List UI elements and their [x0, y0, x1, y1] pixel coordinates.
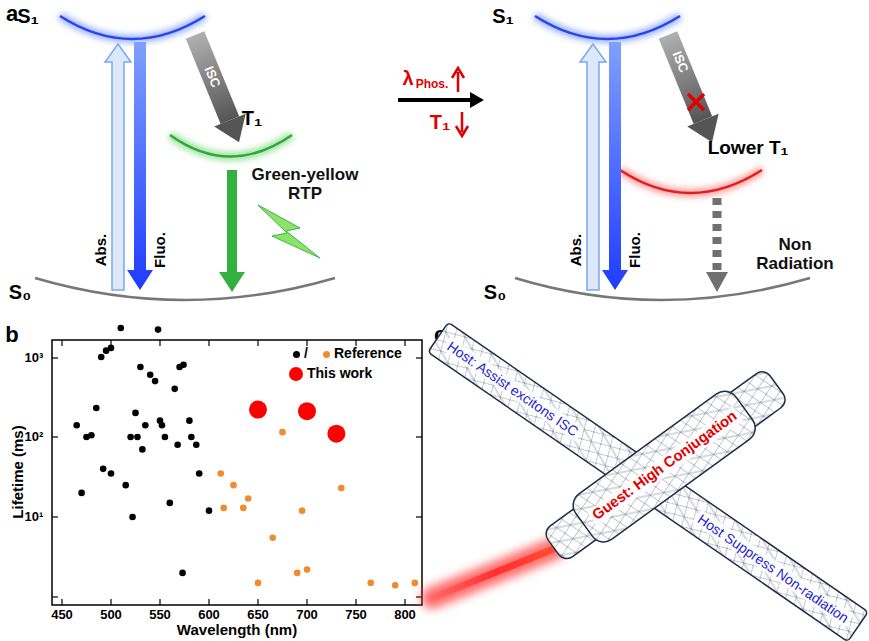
label-text: Phos. [416, 78, 449, 91]
label-text: Abs. [93, 234, 110, 267]
legend-swatch [323, 351, 330, 358]
label-text: a [6, 2, 18, 26]
legend-swatch [293, 351, 300, 358]
label-text: 550 [149, 608, 171, 622]
label-text: Lifetime (ms) [10, 425, 27, 518]
label-text: Lower T₁ [708, 138, 789, 159]
label-text: Green-yellow RTP [248, 166, 363, 203]
label-text: 650 [247, 608, 269, 622]
label-text: Wavelength (nm) [177, 622, 297, 639]
label-text: b [5, 323, 18, 347]
legend-text: This work [307, 366, 372, 381]
label-text: 750 [345, 608, 367, 622]
label-text: ISC [201, 64, 222, 89]
label-text: T₁ [242, 107, 263, 129]
label-text: 600 [198, 608, 220, 622]
label-text: S₁ [17, 5, 39, 27]
label-text: T₁ [430, 111, 451, 133]
legend-text: Reference [334, 346, 402, 361]
node-text: Host Suppress Non-radiation [692, 509, 854, 628]
label-text: Non Radiation [740, 236, 850, 273]
label-text: S₀ [484, 281, 506, 303]
node-text: Host: Assist excitons ISC [442, 336, 584, 441]
label-text: Fluo. [627, 232, 644, 268]
label-text: S₀ [9, 281, 31, 303]
label-text: λ [402, 67, 413, 89]
label-text: Fluo. [152, 232, 169, 268]
label-text: 10³ [25, 351, 44, 365]
label-text: 10¹ [25, 510, 44, 524]
legend-swatch [289, 367, 303, 381]
label-text: 10² [25, 430, 44, 444]
legend-text: / [304, 346, 308, 361]
label-text: S₁ [492, 5, 514, 27]
label-text: 700 [296, 608, 318, 622]
label-text: 800 [394, 608, 416, 622]
label-text: 450 [51, 608, 73, 622]
label-text: 500 [100, 608, 122, 622]
label-text: Abs. [568, 234, 585, 267]
